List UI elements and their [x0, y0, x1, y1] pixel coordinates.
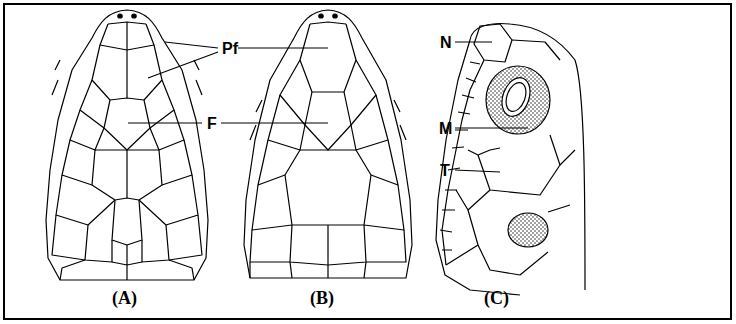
panel-caption: (C) — [484, 289, 509, 307]
part-label: T — [440, 163, 450, 179]
part-label: F — [207, 116, 217, 132]
part-label: N — [440, 35, 452, 51]
part-label: M — [439, 121, 452, 137]
panel-caption: (A) — [112, 289, 137, 307]
part-label: Pf — [222, 41, 238, 57]
panel-caption: (B) — [310, 289, 334, 307]
